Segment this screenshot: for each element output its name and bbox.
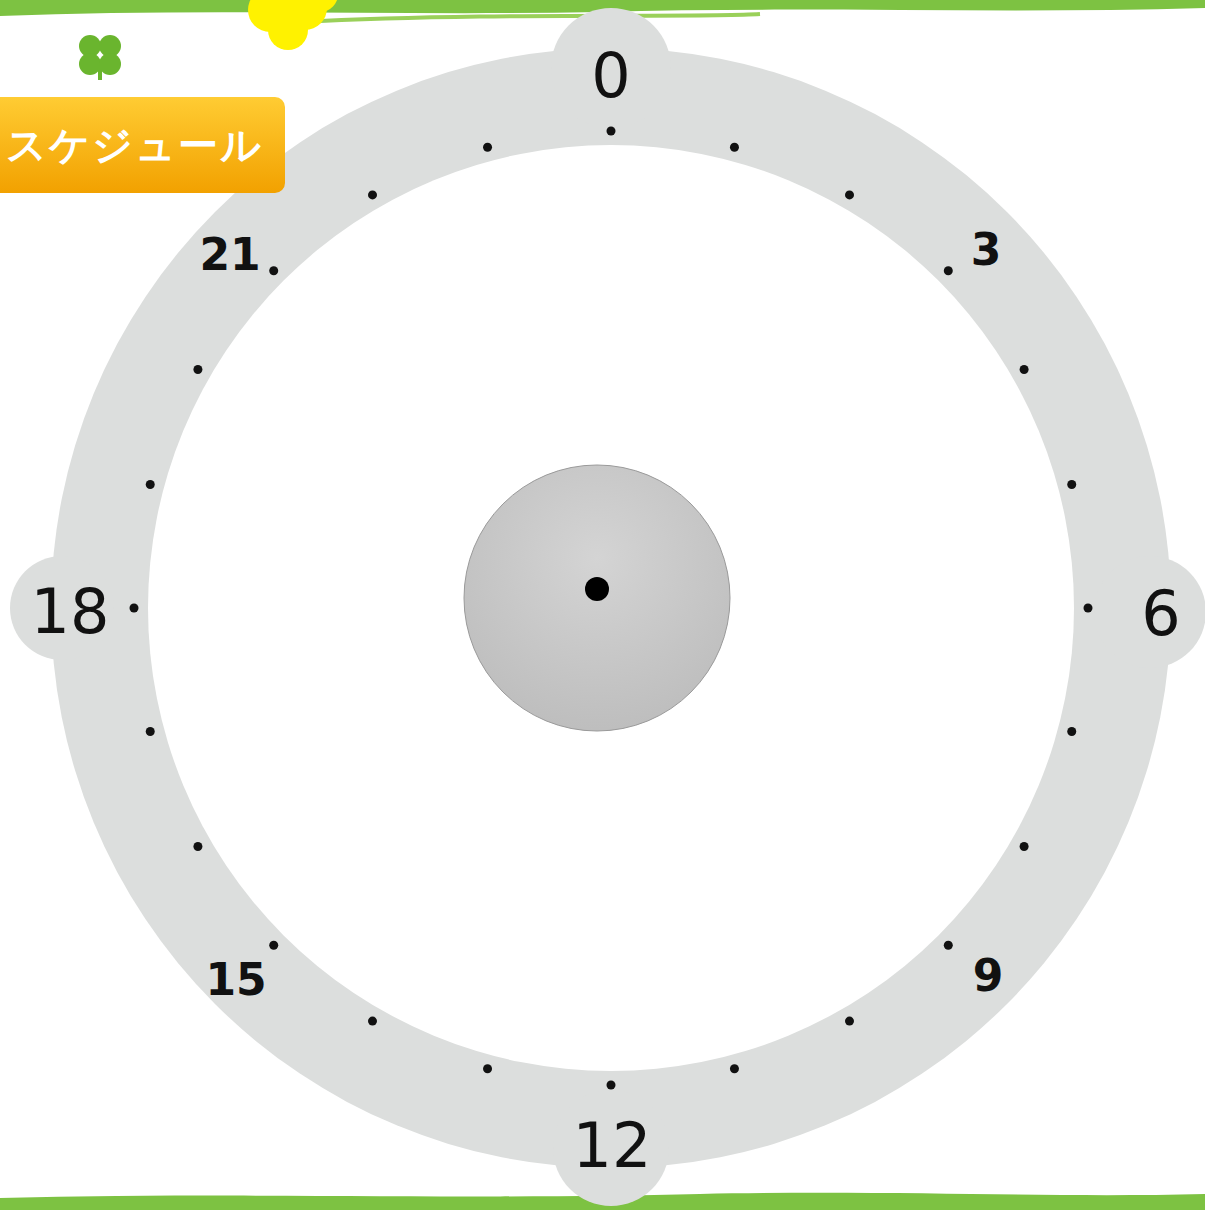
- hour-dot: [1067, 727, 1076, 736]
- title: スケジュール: [6, 118, 263, 173]
- flower-icon: [248, 0, 338, 50]
- clock-hub: [464, 465, 730, 731]
- hour-number: 21: [199, 233, 260, 277]
- hour-dot: [368, 190, 377, 199]
- hour-dot: [730, 143, 739, 152]
- hour-dot: [269, 941, 278, 950]
- hour-dot: [845, 190, 854, 199]
- hub-pin: [585, 577, 609, 601]
- hour-dots: [130, 127, 1093, 1090]
- hour-dot: [146, 727, 155, 736]
- hour-number: 0: [591, 45, 630, 107]
- hour-dot: [1084, 604, 1093, 613]
- hour-dot: [483, 143, 492, 152]
- hour-dot: [193, 842, 202, 851]
- hour-number: 9: [973, 954, 1004, 998]
- hour-dot: [1020, 842, 1029, 851]
- hour-dot: [944, 266, 953, 275]
- hour-dot: [483, 1064, 492, 1073]
- hour-dot: [845, 1017, 854, 1026]
- hour-dot: [368, 1017, 377, 1026]
- top-stroke-thin: [300, 14, 760, 22]
- clover-icon: [79, 35, 121, 80]
- hour-number: 12: [573, 1115, 652, 1177]
- hour-dot: [130, 604, 139, 613]
- hour-dot: [146, 480, 155, 489]
- hour-number: 18: [31, 581, 110, 643]
- hour-dot: [193, 365, 202, 374]
- hour-dot: [607, 1081, 616, 1090]
- hour-dot: [269, 266, 278, 275]
- hour-number: 3: [971, 228, 1002, 272]
- clock-inner: [148, 145, 1074, 1071]
- hour-dot: [1020, 365, 1029, 374]
- hour-number: 15: [205, 958, 266, 1002]
- hour-dot: [944, 941, 953, 950]
- hour-dot: [1067, 480, 1076, 489]
- hour-dot: [607, 127, 616, 136]
- hour-number: 6: [1141, 583, 1180, 645]
- title-tab: スケジュール: [0, 97, 285, 193]
- hour-dot: [730, 1064, 739, 1073]
